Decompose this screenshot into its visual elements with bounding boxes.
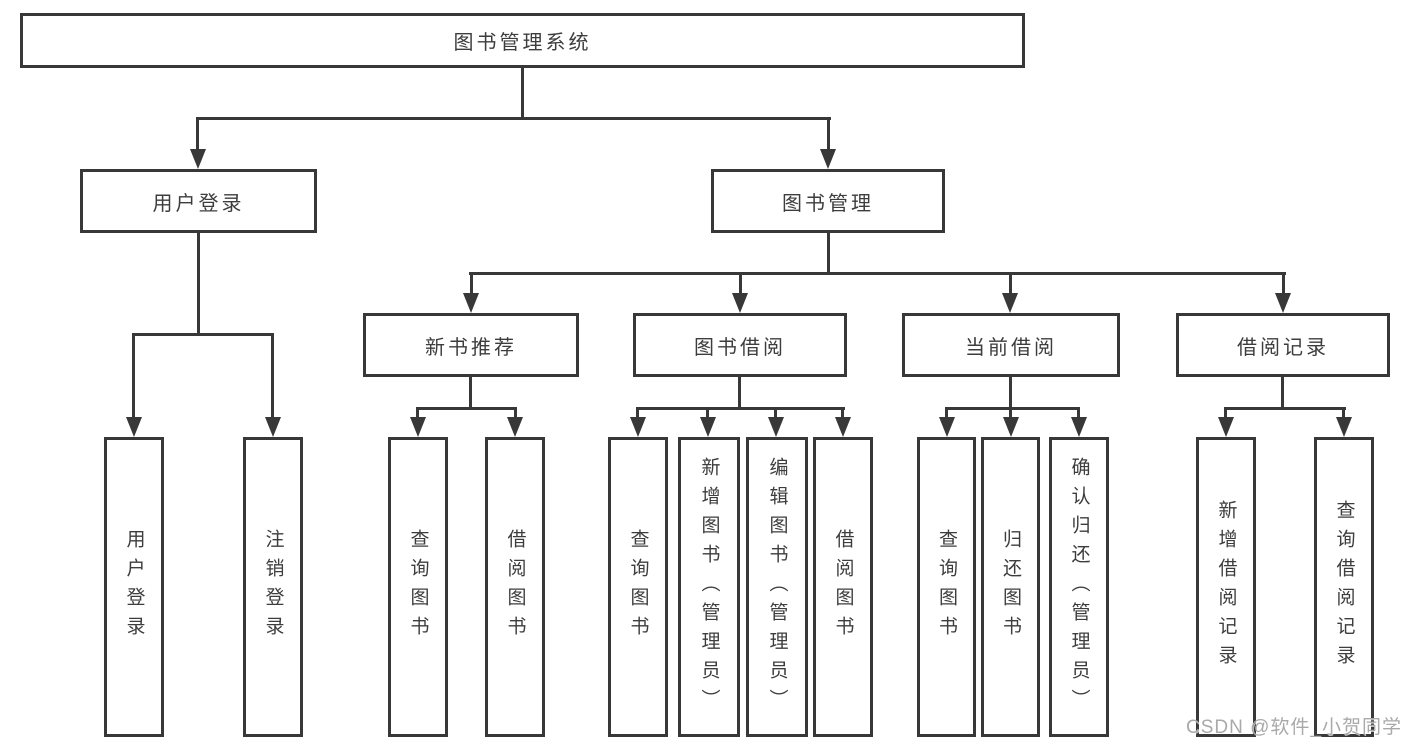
connector-level2-branch [196, 117, 831, 120]
leaf-query-books-current: 查询图书 [917, 437, 976, 737]
connector-drop-leaf8 [945, 410, 948, 419]
connector-new-books-stem [469, 377, 472, 407]
current-borrow-arrowhead [1002, 293, 1018, 313]
node-library-system: 图书管理系统 [20, 13, 1025, 68]
leaf-return-books-label: 归还图书 [1000, 529, 1021, 645]
leaf-user-login-label: 用户登录 [123, 529, 145, 645]
connector-book-borrow-stem [738, 377, 741, 407]
leaf9-arrowhead [1003, 417, 1019, 437]
leaf-query-books-recommend-label: 查询图书 [407, 529, 429, 645]
leaf-edit-book-admin-label: 编辑图书（管理员） [766, 456, 788, 718]
connector-drop-leaf11 [1224, 410, 1227, 419]
leaf11-arrowhead [1218, 417, 1234, 437]
connector-drop-leaf6 [774, 410, 777, 419]
leaf-query-books-recommend: 查询图书 [388, 437, 448, 737]
connector-drop-borrow-records [1282, 275, 1285, 295]
borrow-records-arrowhead [1275, 293, 1291, 313]
leaf-query-borrow-record-label: 查询借阅记录 [1333, 500, 1355, 674]
leaf3-arrowhead [507, 417, 523, 437]
leaf-confirm-return-admin: 确认归还（管理员） [1049, 437, 1109, 737]
connector-drop-leaf9 [1009, 410, 1012, 419]
leaf10-arrowhead [1071, 417, 1087, 437]
leaf2-arrowhead [410, 417, 426, 437]
connector-drop-leaf4 [636, 410, 639, 419]
connector-drop-new-books [470, 275, 473, 295]
book-mgmt-arrowhead [820, 149, 836, 169]
connector-new-books-branch [416, 407, 517, 410]
leaf-add-book-admin: 新增图书（管理员） [678, 437, 740, 737]
node-new-book-recommend: 新书推荐 [363, 313, 579, 377]
leaf-edit-book-admin: 编辑图书（管理员） [746, 437, 808, 737]
connector-borrow-records-branch [1224, 407, 1346, 410]
leaf-add-borrow-record-label: 新增借阅记录 [1215, 500, 1237, 674]
connector-drop-logout-leaf [271, 336, 274, 419]
connector-current-borrow-stem [1009, 377, 1012, 408]
connector-book-mgmt-stem [827, 233, 830, 272]
leaf4-arrowhead [630, 417, 646, 437]
connector-borrow-records-stem [1281, 377, 1284, 407]
leaf-borrow-books-borrowing: 借阅图书 [813, 437, 873, 737]
node-current-borrowing: 当前借阅 [902, 313, 1120, 377]
connector-current-borrow-branch [945, 407, 1080, 410]
leaf-query-books-borrowing-label: 查询图书 [627, 529, 649, 645]
book-borrow-arrowhead [732, 293, 748, 313]
leaf7-arrowhead [835, 417, 851, 437]
login-leaf-arrowhead [126, 417, 142, 437]
connector-drop-leaf3 [514, 410, 517, 419]
leaf-borrow-books-recommend: 借阅图书 [485, 437, 545, 737]
logout-leaf-arrowhead [265, 417, 281, 437]
new-books-arrowhead [463, 293, 479, 313]
connector-root-stem [521, 68, 524, 117]
leaf-user-login: 用户登录 [104, 437, 164, 737]
connector-drop-login-leaf [132, 336, 135, 419]
leaf12-arrowhead [1336, 417, 1352, 437]
leaf-logout: 注销登录 [243, 437, 303, 737]
connector-user-login-branch [132, 333, 274, 336]
connector-drop-leaf12 [1342, 410, 1345, 419]
leaf-borrow-books-recommend-label: 借阅图书 [504, 529, 526, 645]
leaf-add-book-admin-label: 新增图书（管理员） [698, 456, 720, 718]
connector-drop-current-borrow [1009, 275, 1012, 295]
connector-drop-leaf2 [416, 410, 419, 419]
leaf-query-books-borrowing: 查询图书 [608, 437, 668, 737]
leaf-query-borrow-record: 查询借阅记录 [1314, 437, 1374, 737]
leaf-add-borrow-record: 新增借阅记录 [1196, 437, 1256, 737]
connector-drop-book-borrow [739, 275, 742, 295]
connector-drop-leaf7 [841, 410, 844, 419]
node-user-login: 用户登录 [80, 169, 317, 233]
leaf-confirm-return-admin-label: 确认归还（管理员） [1068, 456, 1090, 718]
leaf-logout-label: 注销登录 [262, 529, 284, 645]
user-login-arrowhead [190, 149, 206, 169]
leaf6-arrowhead [768, 417, 784, 437]
connector-user-login-stem [197, 233, 200, 333]
node-book-borrowing: 图书借阅 [633, 313, 847, 377]
connector-level3-branch [469, 272, 1286, 275]
node-borrowing-records: 借阅记录 [1176, 313, 1390, 377]
leaf-return-books: 归还图书 [981, 437, 1040, 737]
connector-drop-leaf10 [1077, 410, 1080, 419]
leaf5-arrowhead [700, 417, 716, 437]
connector-drop-user-login [196, 120, 199, 151]
node-book-management: 图书管理 [711, 169, 945, 233]
leaf8-arrowhead [939, 417, 955, 437]
connector-book-borrow-branch [636, 407, 845, 410]
leaf-borrow-books-borrowing-label: 借阅图书 [832, 529, 854, 645]
connector-drop-book-mgmt [827, 120, 830, 151]
csdn-watermark: CSDN @软件_小贺同学 [1186, 717, 1402, 738]
connector-drop-leaf5 [706, 410, 709, 419]
leaf-query-books-current-label: 查询图书 [936, 529, 957, 645]
